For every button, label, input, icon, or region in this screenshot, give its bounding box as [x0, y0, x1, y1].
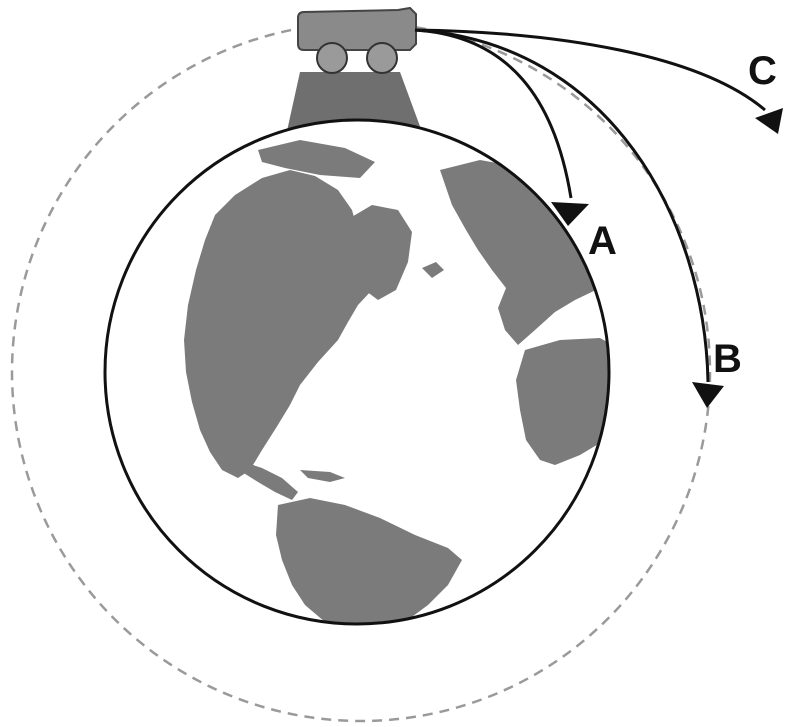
arrowhead-b — [692, 382, 724, 408]
label-b: B — [713, 337, 742, 381]
label-a: A — [588, 219, 617, 263]
earth-globe — [105, 120, 625, 632]
cannon-barrel — [298, 8, 416, 50]
label-c: C — [748, 49, 777, 93]
cannon-icon — [298, 8, 416, 73]
cannon-wheel-left — [317, 43, 347, 73]
cannon-wheel-right — [367, 43, 397, 73]
arrowhead-c — [755, 108, 783, 134]
